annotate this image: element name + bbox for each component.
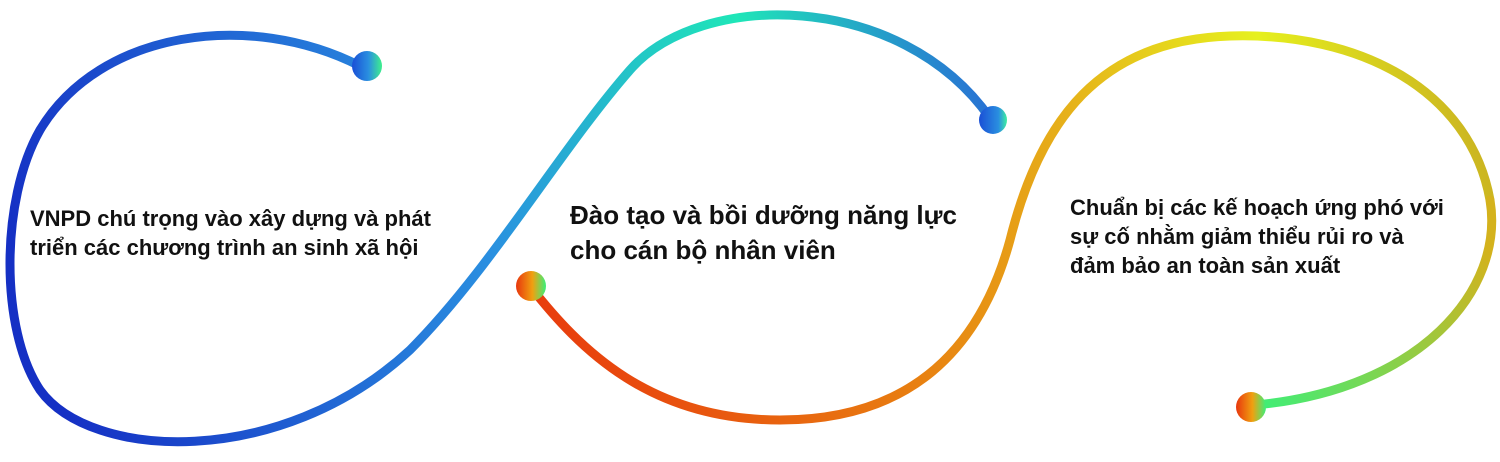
curve-tail [1250, 195, 1497, 410]
endpoint-dot-top-left [352, 51, 382, 81]
endpoint-dot-middle [516, 271, 546, 301]
caption-staff-training: Đào tạo và bồi dưỡng năng lực cho cán bộ… [570, 200, 957, 265]
curve-blue [5, 10, 995, 447]
caption-incident-response: Chuẩn bị các kế hoạch ứng phó với sự cố … [1070, 195, 1444, 279]
caption-social-security: VNPD chú trọng vào xây dựng và phát triể… [30, 206, 431, 261]
endpoint-dot-top-right [979, 106, 1007, 134]
curve-warm [525, 31, 1495, 425]
endpoint-dot-bottom-right [1236, 392, 1266, 422]
